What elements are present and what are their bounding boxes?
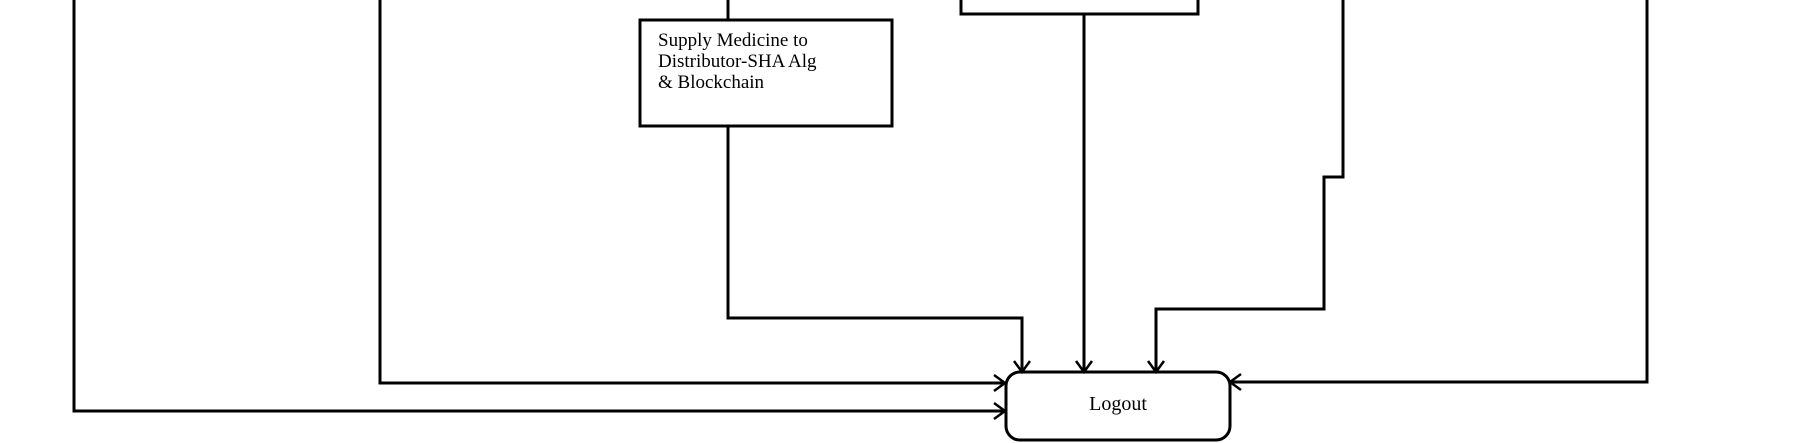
connector-supply-to-logout [726,126,1024,372]
connector-left-outer [72,0,1005,413]
supply-medicine-line-3: & Blockchain [658,72,765,93]
connector-left-inner [378,0,1005,385]
arrowhead-left-outer [993,401,1008,421]
supply-medicine-line-2: Distributor-SHA Alg [658,51,817,72]
supply-medicine-label: Supply Medicine to Distributor-SHA Alg &… [658,30,817,93]
arrowhead-supply [1012,360,1032,375]
top-middle-box [959,0,1200,16]
arrowhead-right-stepped [1146,360,1166,375]
logout-box[interactable] [1004,370,1232,442]
supply-medicine-box [638,18,894,128]
connector-right-outer [1230,0,1649,384]
arrowhead-middle [1074,360,1094,375]
arrowhead-left-inner [993,373,1008,393]
logout-label[interactable]: Logout [1089,393,1147,415]
connector-right-stepped [1154,0,1345,372]
arrowhead-right-outer [1227,372,1242,392]
supply-medicine-line-1: Supply Medicine to [658,30,808,51]
